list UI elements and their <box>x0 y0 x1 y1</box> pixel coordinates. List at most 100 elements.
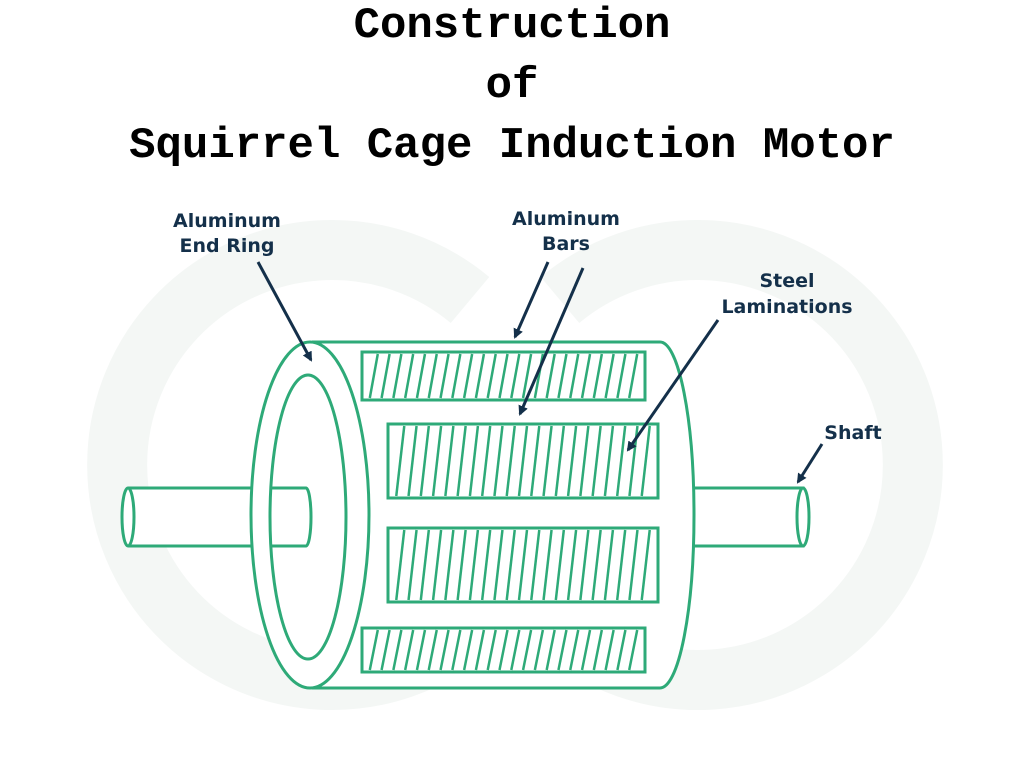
aluminum-bar <box>579 425 590 497</box>
aluminum-bar <box>451 353 462 399</box>
aluminum-bar <box>542 425 553 497</box>
aluminum-bar <box>591 529 602 601</box>
aluminum-bar <box>616 629 627 671</box>
aluminum-bar <box>468 529 480 601</box>
aluminum-bar <box>510 629 521 671</box>
aluminum-bar <box>462 629 474 671</box>
aluminum-bar <box>498 629 509 671</box>
aluminum-bar <box>592 629 604 671</box>
aluminum-bar <box>505 425 516 497</box>
aluminum-bar <box>431 529 443 601</box>
pointer-arrows <box>256 261 824 484</box>
aluminum-bar <box>517 425 529 497</box>
aluminum-bar <box>368 629 380 671</box>
aluminum-bar <box>451 629 462 671</box>
aluminum-bar <box>392 353 403 399</box>
aluminum-bar <box>505 529 516 601</box>
labels: Aluminum End Ring Aluminum Bars Steel La… <box>173 208 882 444</box>
aluminum-bar <box>615 529 627 601</box>
laminations-label-line2: Laminations <box>721 296 852 318</box>
aluminum-bar <box>517 529 529 601</box>
title-line-3: Squirrel Cage Induction Motor <box>129 121 895 171</box>
aluminum-bar <box>392 629 403 671</box>
aluminum-bar <box>474 353 486 399</box>
bar-group <box>360 350 647 402</box>
bar-group <box>360 626 647 674</box>
end-ring-label-line1: Aluminum <box>173 210 281 232</box>
aluminum-bar <box>368 353 380 399</box>
shaft <box>692 486 811 548</box>
aluminum-bar <box>627 353 639 399</box>
aluminum-bar <box>480 529 492 601</box>
aluminum-bar <box>533 629 545 671</box>
aluminum-bar <box>395 529 406 601</box>
aluminum-bar <box>380 629 391 671</box>
end-ring-label-line2: End Ring <box>180 235 275 257</box>
aluminum-bar <box>415 353 427 399</box>
laminations-label-line1: Steel <box>759 270 814 292</box>
shaft-stub <box>270 486 313 548</box>
aluminum-bar <box>542 529 553 601</box>
aluminum-bar <box>486 629 497 671</box>
aluminum-bar <box>616 353 627 399</box>
aluminum-bar <box>510 353 521 399</box>
aluminum-bar <box>580 629 592 671</box>
aluminum-bar <box>554 529 566 601</box>
aluminum-bar <box>569 629 580 671</box>
title-line-1: Construction <box>353 1 671 51</box>
aluminum-bar <box>480 425 492 497</box>
aluminum-bar <box>640 529 651 601</box>
aluminum-bar <box>569 353 580 399</box>
aluminum-bar <box>444 529 455 601</box>
aluminum-bar <box>530 529 541 601</box>
aluminum-bar <box>468 425 480 497</box>
aluminum-bar <box>456 425 467 497</box>
aluminum-bar <box>415 629 427 671</box>
aluminum-bar <box>419 529 431 601</box>
aluminum-bar <box>545 353 556 399</box>
aluminum-bar <box>557 629 568 671</box>
aluminum-bar <box>498 353 509 399</box>
aluminum-bar <box>407 425 418 497</box>
bars-arrow-top <box>513 261 550 339</box>
aluminum-bar <box>380 353 391 399</box>
aluminum-bar <box>427 629 438 671</box>
bar-group <box>386 526 660 604</box>
aluminum-bar <box>462 353 474 399</box>
aluminum-bar <box>403 353 415 399</box>
shaft-arrow <box>796 443 824 484</box>
aluminum-bar <box>557 353 568 399</box>
aluminum-bar <box>521 353 533 399</box>
aluminum-bar <box>603 425 615 497</box>
aluminum-bar <box>474 629 486 671</box>
bars-arrow-inner <box>518 267 585 416</box>
aluminum-bar <box>545 629 556 671</box>
aluminum-bar <box>579 529 590 601</box>
aluminum-bar <box>431 425 443 497</box>
laminations-arrow <box>626 319 720 452</box>
aluminum-bar <box>591 425 602 497</box>
aluminum-bar <box>554 425 566 497</box>
bar-group <box>386 422 660 500</box>
aluminum-bar <box>628 529 639 601</box>
aluminum-bar <box>530 425 541 497</box>
aluminum-bar <box>395 425 406 497</box>
title-line-2: of <box>485 61 539 111</box>
aluminum-bar <box>456 529 467 601</box>
aluminum-bar <box>604 629 615 671</box>
aluminum-bar <box>493 425 504 497</box>
aluminum-bar <box>580 353 592 399</box>
aluminum-bar <box>403 629 415 671</box>
aluminum-bar <box>439 353 450 399</box>
aluminum-bar <box>419 425 431 497</box>
aluminum-bar <box>439 629 450 671</box>
aluminum-bar <box>444 425 455 497</box>
aluminum-bar <box>615 425 627 497</box>
aluminum-bar <box>603 529 615 601</box>
aluminum-bar <box>566 529 578 601</box>
end-ring-arrow <box>256 261 313 362</box>
aluminum-bar <box>493 529 504 601</box>
aluminum-bar <box>566 425 578 497</box>
aluminum-bar <box>627 629 639 671</box>
